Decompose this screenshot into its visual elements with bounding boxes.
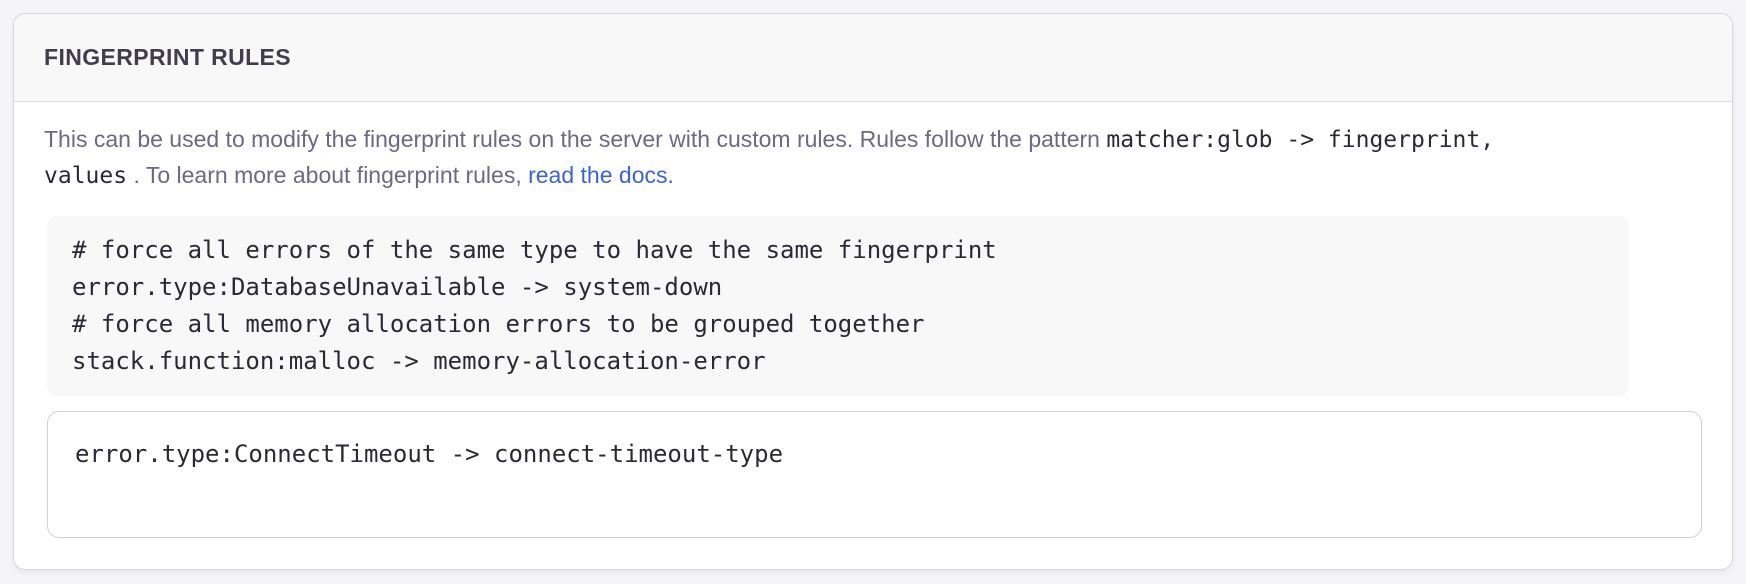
- fingerprint-rules-panel: FINGERPRINT RULES This can be used to mo…: [13, 13, 1733, 570]
- pattern-inline-code-values: values: [44, 163, 128, 189]
- read-the-docs-link[interactable]: read the docs.: [528, 162, 674, 188]
- panel-description: This can be used to modify the fingerpri…: [44, 122, 1702, 194]
- panel-body: This can be used to modify the fingerpri…: [14, 102, 1732, 568]
- pattern-inline-code: matcher:glob -> fingerprint,: [1106, 127, 1495, 153]
- example-rules-code-block: # force all errors of the same type to h…: [47, 216, 1629, 396]
- fingerprint-rules-textarea[interactable]: error.type:ConnectTimeout -> connect-tim…: [47, 411, 1702, 538]
- panel-header: FINGERPRINT RULES: [14, 14, 1732, 102]
- panel-title: FINGERPRINT RULES: [44, 44, 292, 70]
- description-after-code: . To learn more about fingerprint rules,: [133, 162, 522, 188]
- description-intro: This can be used to modify the fingerpri…: [44, 126, 1100, 152]
